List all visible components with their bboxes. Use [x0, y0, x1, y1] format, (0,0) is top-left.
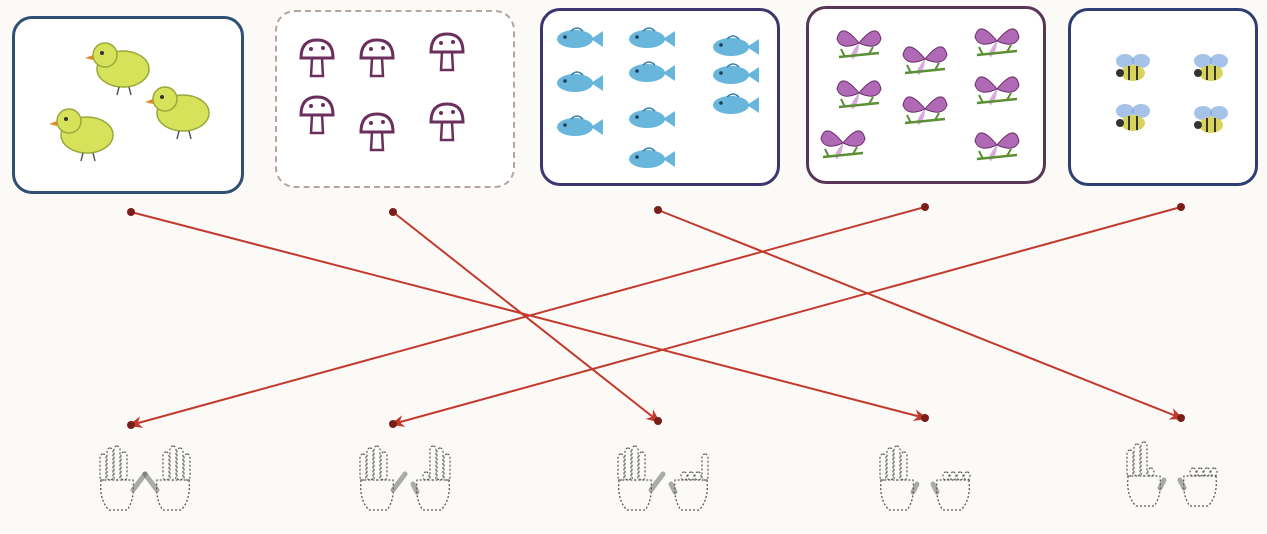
bee-icon — [1116, 54, 1150, 81]
mushroom-icon — [359, 38, 395, 78]
bottom-dot-2[interactable] — [389, 420, 397, 428]
mushroom-icon — [429, 32, 465, 72]
butterfly-icon — [974, 28, 1020, 57]
hand-icon — [1177, 467, 1218, 507]
fish-icon — [629, 27, 675, 48]
bee-icon — [1194, 106, 1228, 133]
fish-icon — [629, 107, 675, 128]
top-dot-4[interactable] — [921, 203, 929, 211]
top-dot-2[interactable] — [389, 208, 397, 216]
card-butterflies[interactable] — [806, 6, 1046, 184]
fish-icon — [629, 147, 675, 168]
chick-icon — [145, 86, 210, 140]
hand-icon — [1126, 441, 1167, 507]
butterfly-icon — [974, 76, 1020, 105]
chick-icon — [49, 108, 114, 162]
butterfly-icon — [836, 30, 882, 59]
chick-icon — [85, 42, 150, 96]
butterfly-icon — [902, 46, 948, 75]
card-fish[interactable] — [540, 8, 780, 186]
mushroom-icon — [429, 102, 465, 142]
hands-pair-2[interactable] — [359, 445, 451, 511]
bees-group — [1116, 54, 1228, 133]
link-line-4 — [128, 206, 926, 428]
card-chicks[interactable] — [12, 16, 244, 194]
fish-icon — [713, 93, 759, 114]
bee-icon — [1194, 54, 1228, 81]
fish-icon — [713, 63, 759, 84]
card-bees[interactable] — [1068, 8, 1258, 186]
butterfly-icon — [820, 130, 866, 159]
bee-icon — [1116, 104, 1150, 131]
butterfly-icon — [974, 132, 1020, 161]
butterflies-group — [820, 28, 1020, 161]
link-line-3 — [657, 209, 1184, 420]
hand-icon — [930, 471, 971, 511]
hands-pair-3[interactable] — [617, 445, 709, 511]
fish-icon — [713, 35, 759, 56]
bottom-dot-4[interactable] — [921, 414, 929, 422]
link-line-5 — [390, 206, 1182, 427]
bottom-dot-3[interactable] — [654, 417, 662, 425]
hand-icon — [99, 445, 148, 511]
chicks-group — [49, 42, 210, 162]
mushroom-icon — [299, 38, 335, 78]
hand-icon — [879, 445, 920, 511]
fish-icon — [629, 61, 675, 82]
hand-icon — [617, 445, 666, 511]
hand-icon — [359, 445, 408, 511]
bottom-dot-1[interactable] — [127, 421, 135, 429]
card-mushrooms[interactable] — [275, 10, 515, 188]
mushrooms-group — [299, 32, 465, 152]
hands-pair-5[interactable] — [1126, 441, 1218, 507]
butterfly-icon — [902, 96, 948, 125]
fish-icon — [557, 115, 603, 136]
top-dot-5[interactable] — [1177, 203, 1185, 211]
fish-icon — [557, 71, 603, 92]
fish-group — [557, 27, 759, 168]
mushroom-icon — [299, 95, 335, 135]
mushroom-icon — [359, 112, 395, 152]
hand-icon — [668, 453, 709, 511]
hands-pair-1[interactable] — [99, 445, 191, 511]
butterfly-icon — [836, 80, 882, 109]
hand-icon — [410, 445, 451, 511]
bottom-dot-5[interactable] — [1177, 414, 1185, 422]
hands-pair-4[interactable] — [879, 445, 971, 511]
hand-icon — [142, 445, 191, 511]
top-dot-3[interactable] — [654, 206, 662, 214]
fish-icon — [557, 27, 603, 48]
top-dot-1[interactable] — [127, 208, 135, 216]
